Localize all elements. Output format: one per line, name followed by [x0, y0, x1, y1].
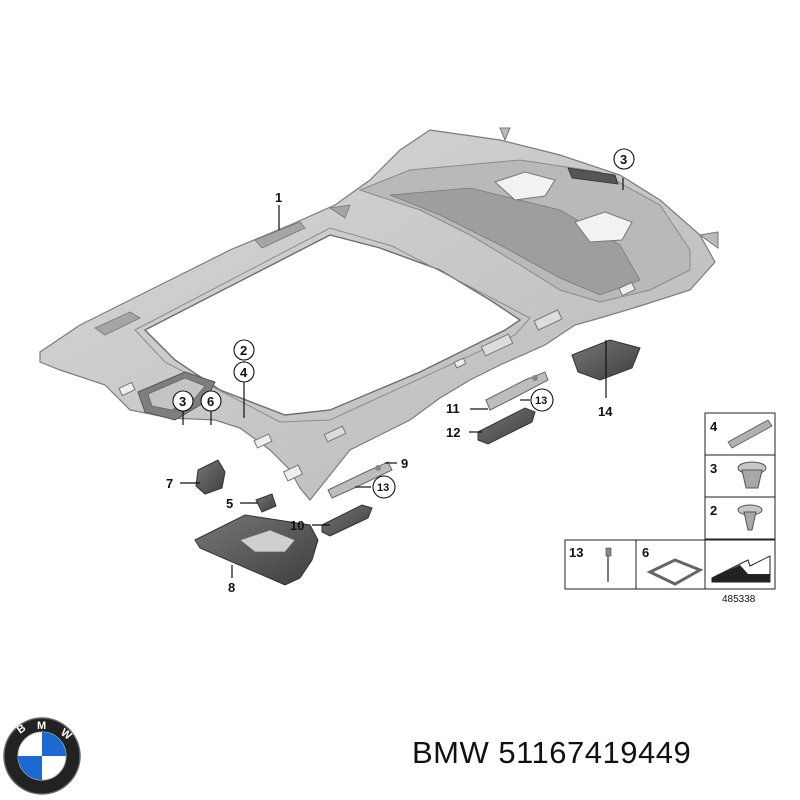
ref-part-6-frame	[646, 558, 704, 586]
part-9-bracket	[327, 461, 393, 499]
part-7-light	[195, 459, 226, 495]
callout-2: 2	[240, 343, 247, 358]
callout-3-rear: 3	[620, 152, 627, 167]
part-11-bracket	[485, 371, 549, 411]
headliner-panel	[39, 127, 719, 501]
bmw-logo: B M W	[3, 717, 81, 795]
callout-labels: 1 3 2 4 3 6 7 5 8 10 9 13 11 12 13 14	[166, 148, 635, 595]
callout-4: 4	[240, 365, 248, 380]
ref-part-2-clip	[737, 504, 763, 531]
callout-14: 14	[598, 404, 613, 419]
part-10-handle	[321, 504, 373, 537]
ref-arrow-icon	[711, 555, 771, 583]
part-8-sun-visor	[194, 514, 319, 586]
ref-label-3: 3	[710, 461, 717, 476]
ref-label-6: 6	[642, 545, 649, 560]
reference-table: 4 3 2 13 6 485338	[564, 412, 776, 605]
leader-lines	[180, 178, 624, 578]
ref-label-4: 4	[710, 419, 718, 434]
callout-12: 12	[446, 425, 460, 440]
callout-5: 5	[226, 496, 233, 511]
callout-1: 1	[275, 190, 282, 205]
ref-label-13: 13	[569, 545, 583, 560]
ref-label-2: 2	[710, 503, 717, 518]
callout-3-front: 3	[179, 394, 186, 409]
ref-part-4-strip	[727, 419, 773, 449]
callout-13-front: 13	[377, 482, 389, 494]
diagram-number: 485338	[722, 594, 756, 605]
ref-part-3-clip	[737, 461, 767, 489]
svg-text:M: M	[37, 720, 46, 732]
part-number-title: BMW 51167419449	[412, 735, 692, 770]
callout-10: 10	[290, 518, 304, 533]
ref-part-13-rivet	[605, 547, 612, 582]
part-12-handle	[477, 407, 536, 445]
part-5-clip	[255, 493, 277, 513]
callout-9: 9	[401, 456, 408, 471]
callout-7: 7	[166, 476, 173, 491]
callout-6: 6	[207, 394, 214, 409]
callout-13-rear: 13	[535, 395, 547, 407]
callout-8: 8	[228, 580, 235, 595]
callout-11: 11	[446, 401, 460, 416]
